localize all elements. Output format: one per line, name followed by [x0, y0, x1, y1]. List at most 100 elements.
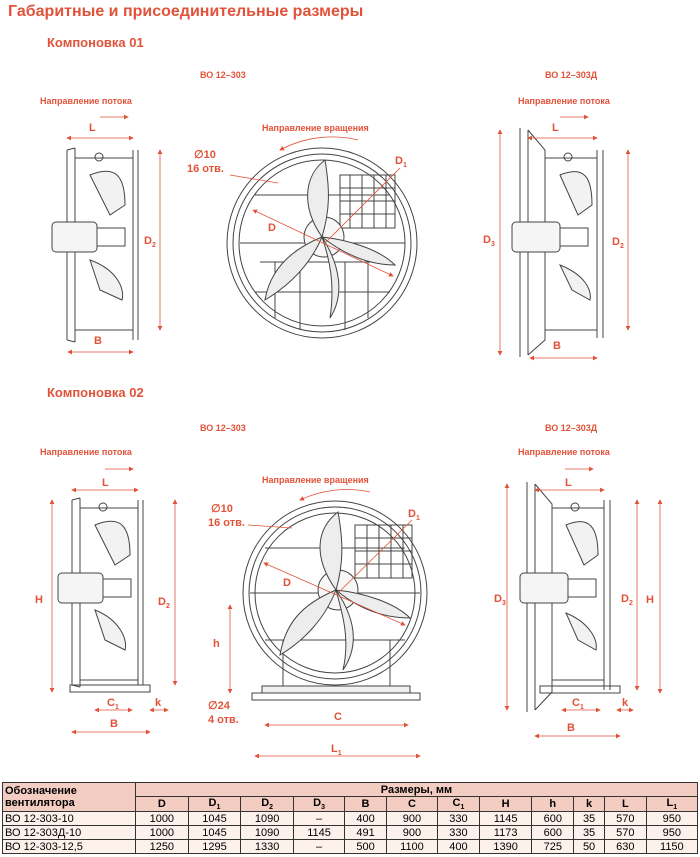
table-cell: 1330	[240, 839, 294, 855]
table-cell: 491	[344, 825, 387, 841]
dim-B: B	[553, 340, 561, 352]
flow-direction-label: Направление потока	[518, 96, 610, 106]
table-column-header: B	[344, 795, 387, 813]
table-column-header: k	[573, 795, 605, 813]
dim-D1: D1	[395, 155, 407, 170]
flow-direction-label: Направление потока	[40, 447, 132, 457]
model-label-303d-l01: ВО 12–303Д	[545, 70, 598, 80]
side-view-303d-l01	[511, 128, 604, 357]
dim-H: H	[646, 594, 654, 606]
model-label-303-l01: ВО 12–303	[200, 70, 246, 80]
table-cell: 1045	[187, 811, 242, 827]
table-cell: 900	[385, 811, 439, 827]
table-column-header: D1	[187, 795, 242, 813]
table-cell: 950	[645, 811, 699, 827]
flow-direction-label: Направление потока	[40, 96, 132, 106]
page-title: Габаритные и присоединительные размеры	[8, 3, 364, 20]
table-cell: –	[292, 839, 346, 855]
foot-hole-diameter-label: ∅24	[208, 700, 230, 712]
hole-diameter-label: ∅10	[194, 149, 216, 161]
table-header-dimensions: Размеры, мм	[135, 782, 698, 797]
fan-model-cell: ВО 12-303-10	[2, 811, 136, 827]
dim-B: B	[94, 335, 102, 347]
front-view-l02	[242, 500, 428, 701]
rotation-direction-label: Направление вращения	[262, 123, 369, 133]
fan-model-cell: ВО 12-303-12,5	[2, 839, 136, 855]
dim-D2: D2	[621, 593, 633, 608]
table-cell: 900	[385, 825, 439, 841]
table-cell: 330	[437, 811, 480, 827]
table-cell: 600	[531, 825, 575, 841]
table-cell: 35	[573, 825, 605, 841]
dim-D3: D3	[483, 234, 495, 249]
flow-direction-label: Направление потока	[518, 447, 610, 457]
hole-count-label: 16 отв.	[208, 517, 245, 529]
table-cell: 35	[573, 811, 605, 827]
table-cell: 1045	[187, 825, 242, 841]
table-cell: 1090	[240, 811, 294, 827]
table-cell: 1145	[292, 825, 346, 841]
table-column-header: C1	[437, 795, 480, 813]
side-view-303-l02	[57, 497, 151, 693]
side-view-303-l01	[51, 147, 139, 343]
table-column-header: h	[531, 795, 575, 813]
table-cell: 1000	[135, 825, 189, 841]
layout-02-heading: Компоновка 02	[47, 385, 144, 400]
dim-h: h	[213, 638, 220, 650]
table-header-designation: Обозначение вентилятора	[2, 781, 136, 813]
model-label-303-l02: ВО 12–303	[200, 423, 246, 433]
hole-count-label: 16 отв.	[187, 163, 224, 175]
dim-B: B	[110, 718, 118, 730]
table-cell: 500	[344, 839, 387, 855]
table-cell: 1250	[135, 839, 189, 855]
table-column-header: H	[478, 795, 533, 813]
dim-k: k	[155, 697, 162, 709]
dim-D3: D3	[494, 593, 506, 608]
model-label-303d-l02: ВО 12–303Д	[545, 423, 598, 433]
table-column-header: D2	[240, 795, 294, 813]
table-cell: –	[292, 811, 346, 827]
dim-D2: D2	[158, 596, 170, 611]
table-cell: 1000	[135, 811, 189, 827]
table-column-header: C	[385, 795, 439, 813]
dim-D1: D1	[408, 508, 420, 523]
dim-L: L	[552, 122, 559, 134]
dim-L: L	[565, 477, 572, 489]
dim-B: B	[567, 722, 575, 734]
table-cell: 1100	[385, 839, 439, 855]
dim-L: L	[89, 122, 96, 134]
table-cell: 630	[603, 839, 647, 855]
dim-k: k	[622, 697, 629, 709]
foot-hole-count-label: 4 отв.	[208, 714, 239, 726]
table-column-header: L	[603, 795, 647, 813]
table-cell: 1295	[187, 839, 242, 855]
table-cell: 570	[603, 811, 647, 827]
table-cell: 1145	[478, 811, 533, 827]
table-cell: 950	[645, 825, 699, 841]
table-column-header: D3	[292, 795, 346, 813]
table-cell: 570	[603, 825, 647, 841]
table-column-header: D	[135, 795, 189, 813]
table-cell: 1090	[240, 825, 294, 841]
table-cell: 330	[437, 825, 480, 841]
table-cell: 400	[437, 839, 480, 855]
front-view-l01	[226, 147, 418, 339]
dim-L: L	[102, 477, 109, 489]
dim-D2: D2	[144, 235, 156, 250]
layout-01-heading: Компоновка 01	[47, 35, 144, 50]
table-cell: 1173	[478, 825, 533, 841]
table-cell: 400	[344, 811, 387, 827]
fan-model-cell: ВО 12-303Д-10	[2, 825, 136, 841]
table-cell: 600	[531, 811, 575, 827]
side-view-303d-l02	[519, 482, 621, 712]
technical-drawing	[49, 114, 663, 759]
table-cell: 1390	[478, 839, 533, 855]
table-cell: 725	[531, 839, 575, 855]
dim-H: H	[35, 594, 43, 606]
table-cell: 1150	[645, 839, 699, 855]
